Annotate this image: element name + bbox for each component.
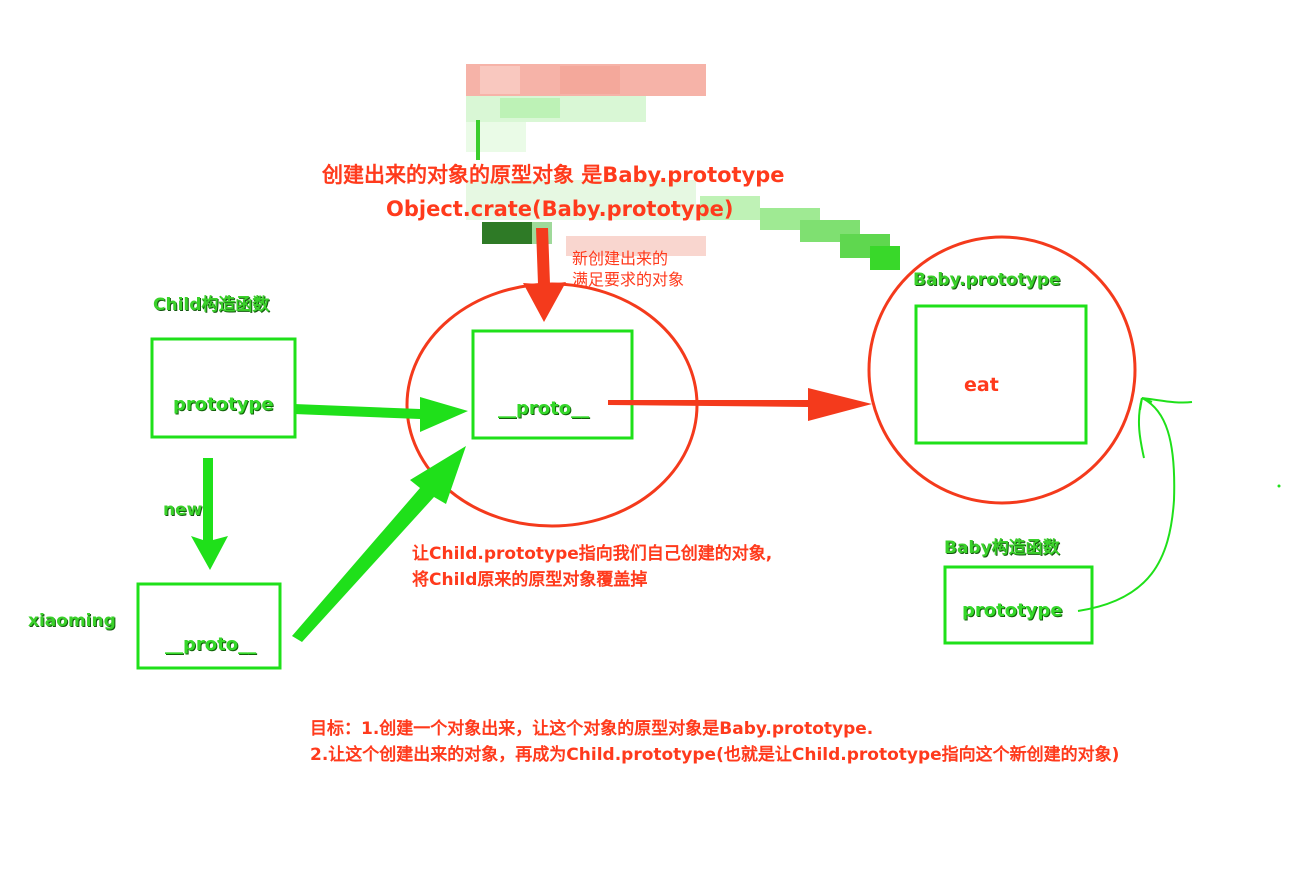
baby-prototype-circle [867, 235, 1137, 505]
xiaoming-box [136, 582, 282, 670]
pixelated-region [466, 64, 900, 270]
child-constructor-title: Child构造函数 [153, 295, 270, 315]
new-object-proto-label: __proto__ [498, 398, 590, 419]
baby-prototype-title: Baby.prototype [913, 270, 1061, 290]
baby-constructor-box [943, 565, 1094, 645]
stray-dot [1277, 484, 1281, 488]
goal-line2: 2.让这个创建出来的对象，再成为Child.prototype(也就是让Chil… [310, 745, 1120, 765]
baby-constructor-title: Baby构造函数 [944, 538, 1060, 558]
note-line2: 满足要求的对象 [572, 270, 685, 289]
new-arrow [191, 458, 228, 570]
baby-prototype-link-curve [1077, 397, 1193, 612]
child-prototype-label: prototype [173, 394, 274, 415]
new-label: new [163, 500, 203, 520]
new-object-box [471, 329, 634, 440]
xiaoming-proto-arrow [292, 446, 466, 642]
child-prototype-to-object-arrow [294, 397, 468, 432]
xiaoming-proto-label: __proto__ [165, 634, 257, 655]
baby-prototype-label: prototype [962, 600, 1063, 621]
caption-line2: Object.crate(Baby.prototype) [386, 197, 734, 221]
child-constructor-box [150, 337, 297, 439]
xiaoming-title: xiaoming [28, 611, 116, 631]
eat-method-label: eat [964, 374, 999, 396]
middle-note-line1: 让Child.prototype指向我们自己创建的对象, [412, 544, 773, 564]
note-line1: 新创建出来的 [572, 249, 669, 268]
create-arrow [523, 228, 566, 322]
middle-note-line2: 将Child原来的原型对象覆盖掉 [412, 570, 648, 590]
caption-line1: 创建出来的对象的原型对象 是Baby.prototype [322, 163, 785, 187]
baby-prototype-box [914, 304, 1088, 445]
proto-to-baby-prototype-arrow [608, 388, 872, 421]
goal-line1: 目标：1.创建一个对象出来，让这个对象的原型对象是Baby.prototype. [310, 719, 874, 739]
